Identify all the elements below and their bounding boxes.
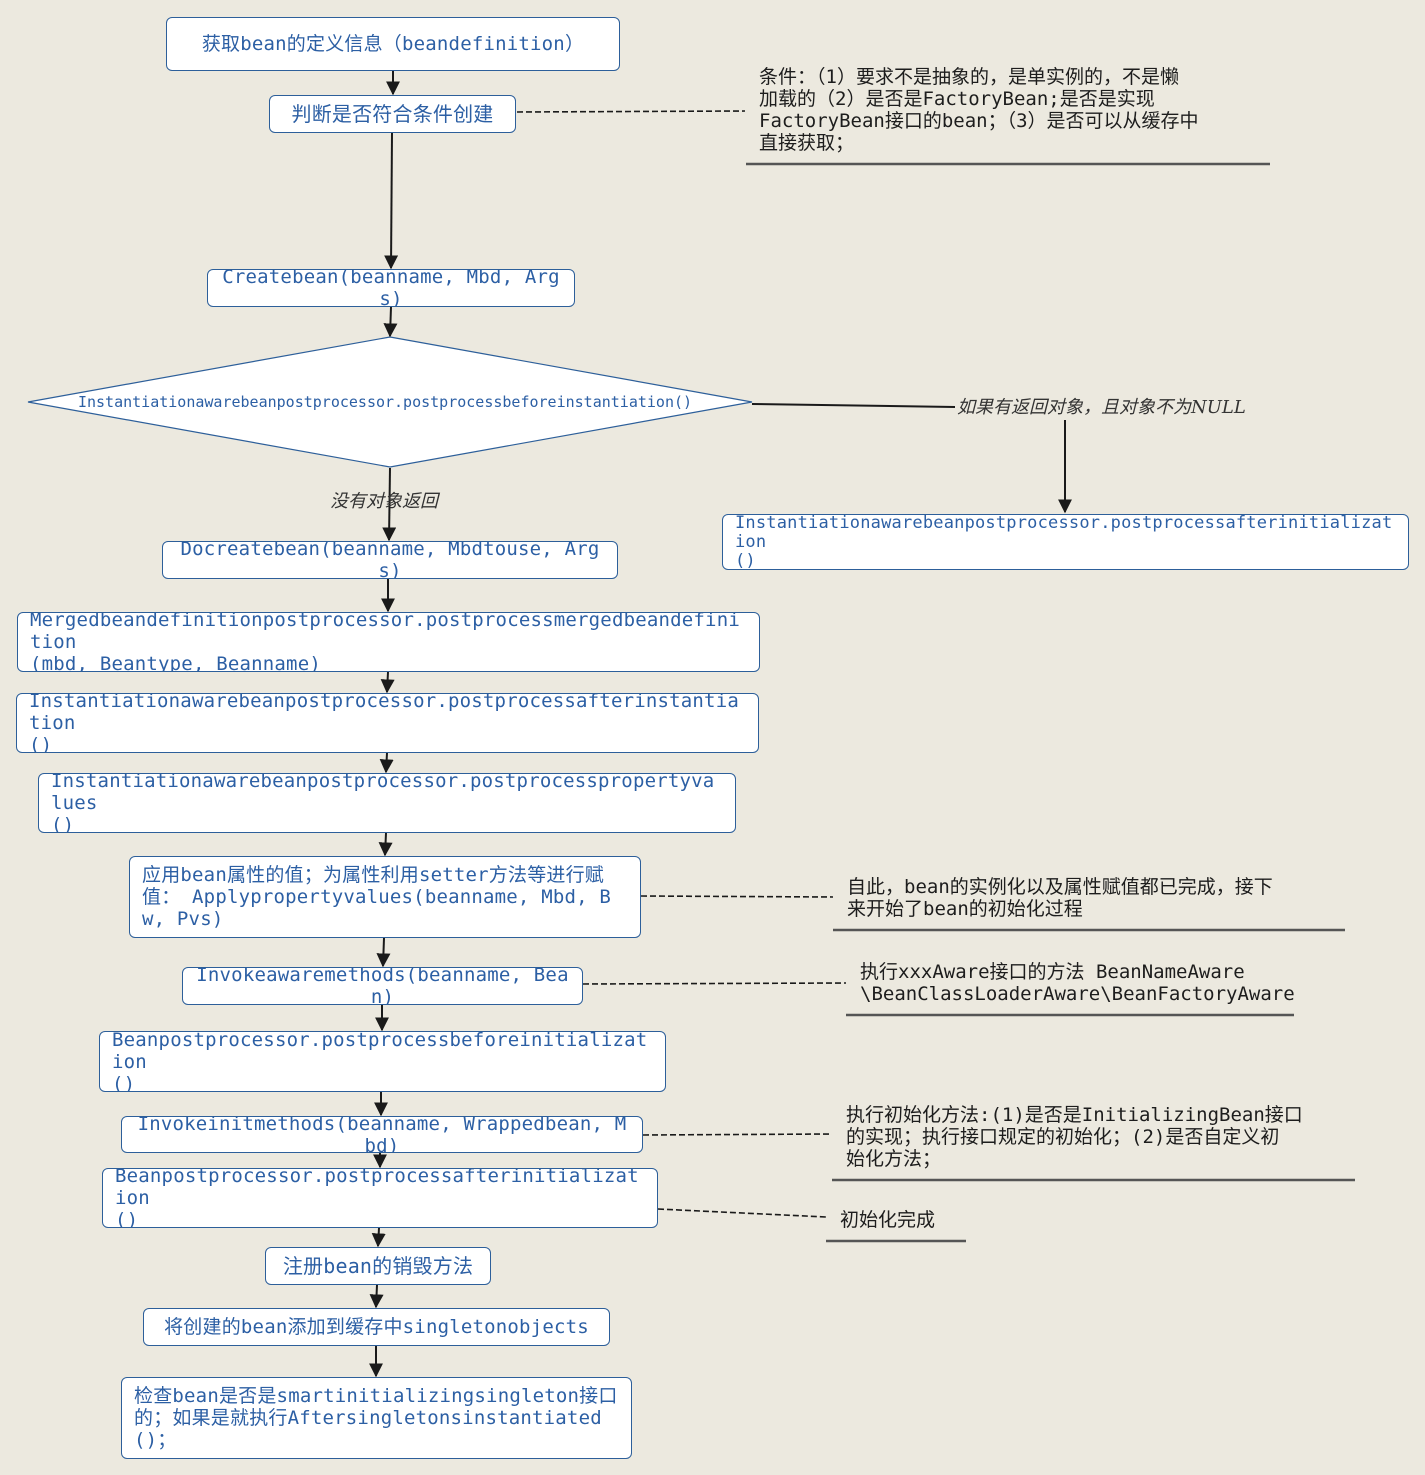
dash-condition bbox=[516, 110, 746, 113]
get-definition-label: 获取bean的定义信息（beandefinition） bbox=[201, 33, 585, 55]
do-create-bean-box[interactable]: Docreatebean(beanname, Mbdtouse, Args) bbox=[162, 541, 618, 579]
arrow-6 bbox=[380, 671, 395, 694]
arrow-4 bbox=[382, 467, 397, 542]
init-note: 执行初始化方法:(1)是否是InitializingBean接口 的实现；执行接… bbox=[846, 1104, 1303, 1170]
arrow-13 bbox=[371, 1227, 386, 1248]
check-condition-box[interactable]: 判断是否符合条件创建 bbox=[269, 95, 516, 133]
init-methods-label: Invokeinitmethods(beanname, Wrappedbean,… bbox=[137, 1116, 627, 1153]
get-definition-box[interactable]: 获取bean的定义信息（beandefinition） bbox=[166, 17, 620, 71]
no-return-label: 没有对象返回 bbox=[330, 491, 438, 512]
init-done-note: 初始化完成 bbox=[840, 1209, 936, 1231]
do-create-bean-label: Docreatebean(beanname, Mbdtouse, Args) bbox=[180, 541, 600, 579]
apply-properties-label: 应用bean属性的值；为属性利用setter方法等进行赋值： Applyprop… bbox=[142, 864, 612, 930]
before-instantiation-label[interactable]: Instantiationawarebeanpostprocessor.post… bbox=[77, 393, 693, 411]
branch-line bbox=[751, 403, 956, 408]
smart-singleton-label: 检查bean是否是smartinitializingsingleton接口的；如… bbox=[134, 1385, 618, 1451]
dash-aware bbox=[582, 982, 847, 985]
has-return-label: 如果有返回对象，且对象不为NULL bbox=[957, 397, 1246, 418]
after-instantiation-label: Instantiationawarebeanpostprocessor.post… bbox=[29, 693, 739, 753]
add-cache-label: 将创建的bean添加到缓存中singletonobjects bbox=[164, 1316, 589, 1338]
merged-definition-box[interactable]: Mergedbeandefinitionpostprocessor.postpr… bbox=[17, 612, 760, 672]
arrow-7 bbox=[379, 752, 394, 774]
aware-methods-label: Invokeawaremethods(beanname, Bean) bbox=[196, 967, 569, 1005]
before-initialization-box[interactable]: Beanpostprocessor.postprocessbeforeiniti… bbox=[99, 1031, 666, 1092]
register-destroy-label: 注册bean的销毁方法 bbox=[282, 1254, 474, 1278]
aware-methods-box[interactable]: Invokeawaremethods(beanname, Bean) bbox=[182, 967, 583, 1005]
dash-init bbox=[642, 1133, 833, 1136]
property-values-label: Instantiationawarebeanpostprocessor.post… bbox=[51, 773, 715, 833]
arrow-8 bbox=[378, 832, 393, 857]
merged-definition-label: Mergedbeandefinitionpostprocessor.postpr… bbox=[30, 612, 740, 672]
after-initialization-shortcut-box[interactable]: Instantiationawarebeanpostprocessor.post… bbox=[722, 514, 1409, 570]
after-initialization-box[interactable]: Beanpostprocessor.postprocessafterinitia… bbox=[102, 1168, 658, 1228]
decision-diamond bbox=[27, 336, 753, 468]
property-values-box[interactable]: Instantiationawarebeanpostprocessor.post… bbox=[38, 773, 736, 833]
dash-properties bbox=[640, 895, 834, 898]
apply-properties-box[interactable]: 应用bean属性的值；为属性利用setter方法等进行赋值： Applyprop… bbox=[129, 856, 641, 938]
add-cache-box[interactable]: 将创建的bean添加到缓存中singletonobjects bbox=[143, 1308, 610, 1346]
check-condition-label: 判断是否符合条件创建 bbox=[291, 102, 494, 126]
arrow-2 bbox=[384, 132, 399, 270]
dash-init-done bbox=[657, 1208, 827, 1218]
register-destroy-box[interactable]: 注册bean的销毁方法 bbox=[265, 1247, 491, 1285]
after-initialization-label: Beanpostprocessor.postprocessafterinitia… bbox=[115, 1168, 639, 1228]
arrow-9 bbox=[376, 937, 391, 968]
init-methods-box[interactable]: Invokeinitmethods(beanname, Wrappedbean,… bbox=[121, 1116, 643, 1153]
arrow-3 bbox=[383, 306, 398, 338]
after-initialization-shortcut-label: Instantiationawarebeanpostprocessor.post… bbox=[735, 514, 1393, 570]
after-instantiation-box[interactable]: Instantiationawarebeanpostprocessor.post… bbox=[16, 693, 759, 753]
before-initialization-label: Beanpostprocessor.postprocessbeforeiniti… bbox=[112, 1031, 648, 1092]
aware-note: 执行xxxAware接口的方法 BeanNameAware \BeanClass… bbox=[860, 961, 1295, 1005]
properties-done-note: 自此，bean的实例化以及属性赋值都已完成，接下 来开始了bean的初始化过程 bbox=[847, 876, 1273, 920]
create-bean-box[interactable]: Createbean(beanname, Mbd, Args) bbox=[207, 269, 575, 307]
condition-note: 条件：（1）要求不是抽象的，是单实例的，不是懒 加载的（2）是否是Factory… bbox=[759, 66, 1199, 154]
smart-singleton-box[interactable]: 检查bean是否是smartinitializingsingleton接口的；如… bbox=[121, 1377, 632, 1459]
create-bean-label: Createbean(beanname, Mbd, Args) bbox=[222, 269, 560, 307]
arrow-14 bbox=[369, 1284, 384, 1309]
